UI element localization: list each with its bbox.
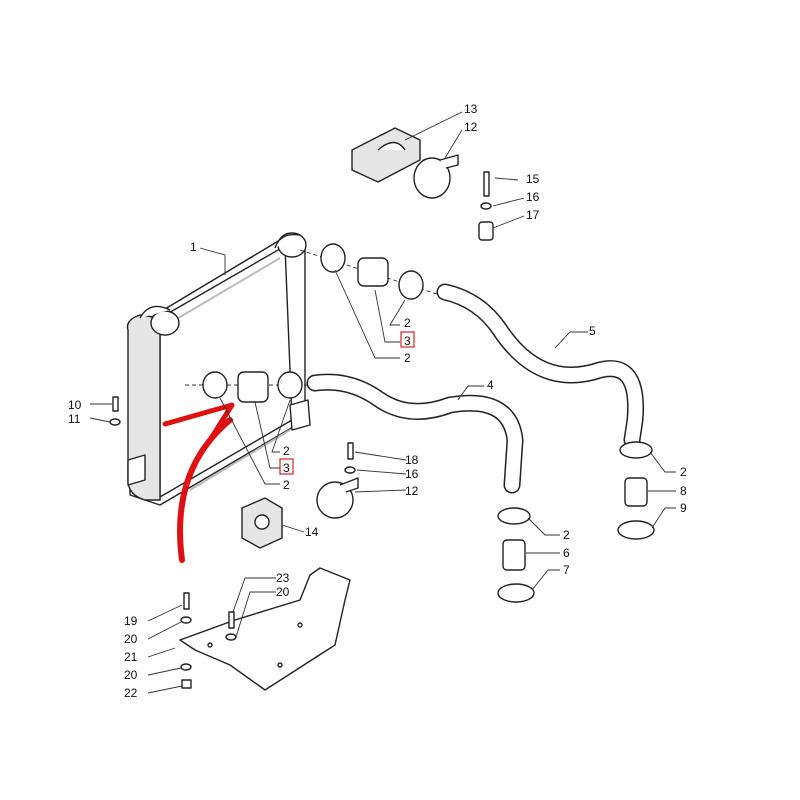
- highlight-box: [400, 331, 415, 348]
- callout-18: 18: [405, 453, 419, 467]
- callout-13: 13: [464, 102, 478, 116]
- callout-12: 12: [405, 484, 419, 498]
- callout-14: 14: [305, 525, 319, 539]
- mounting-plate: [179, 567, 351, 691]
- callout-23: 23: [276, 571, 290, 585]
- bolt-washer-18-16: [344, 442, 356, 474]
- callout-3-highlighted: 3: [283, 461, 290, 475]
- callout-9: 9: [680, 501, 687, 515]
- callout-15: 15: [526, 172, 540, 186]
- lower-hose-connection: [185, 371, 310, 403]
- callout-17: 17: [526, 208, 540, 222]
- callout-21: 21: [124, 650, 138, 664]
- callout-8: 8: [680, 484, 687, 498]
- bolt-washer-10-11: [109, 396, 121, 426]
- callout-2: 2: [283, 444, 290, 458]
- callout-19: 19: [124, 614, 138, 628]
- highlight-box: [279, 458, 294, 475]
- callout-12: 12: [464, 120, 478, 134]
- callout-2: 2: [680, 465, 687, 479]
- clamp-12-upper: [413, 154, 459, 199]
- leader-lines: [89, 111, 676, 694]
- support-block-14: [241, 497, 283, 549]
- intercooler-radiator: [126, 232, 311, 506]
- callout-2: 2: [404, 316, 411, 330]
- red-pointer-arrow: [162, 402, 235, 563]
- clamp-12-lower: [316, 477, 359, 519]
- callout-10: 10: [68, 398, 82, 412]
- callout-5: 5: [589, 324, 596, 338]
- callout-20: 20: [124, 632, 138, 646]
- callout-4: 4: [487, 378, 494, 392]
- callout-16: 16: [405, 467, 419, 481]
- callout-3-highlighted: 3: [404, 334, 411, 348]
- right-coupling-stack: [617, 441, 655, 540]
- callout-labels: 13 12 15 16 17 1 2 3 2 5 4 10 11 2 3 2 1…: [68, 102, 687, 700]
- callout-7: 7: [563, 563, 570, 577]
- callout-11: 11: [68, 412, 81, 426]
- callout-2: 2: [404, 351, 411, 365]
- callout-2: 2: [283, 478, 290, 492]
- bolt-washers-19-23: [180, 592, 237, 689]
- middle-coupling-stack: [497, 507, 535, 603]
- callout-20: 20: [124, 668, 138, 682]
- upper-hose-connection: [299, 243, 441, 300]
- callout-1: 1: [190, 240, 197, 254]
- hose-5: [436, 283, 645, 449]
- support-block-13: [351, 127, 421, 183]
- callout-22: 22: [124, 686, 138, 700]
- callout-20: 20: [276, 585, 290, 599]
- bolt-washer-spacer-15-16-17: [478, 171, 494, 241]
- callout-6: 6: [563, 546, 570, 560]
- callout-16: 16: [526, 190, 540, 204]
- hose-4: [306, 373, 524, 494]
- callout-2: 2: [563, 528, 570, 542]
